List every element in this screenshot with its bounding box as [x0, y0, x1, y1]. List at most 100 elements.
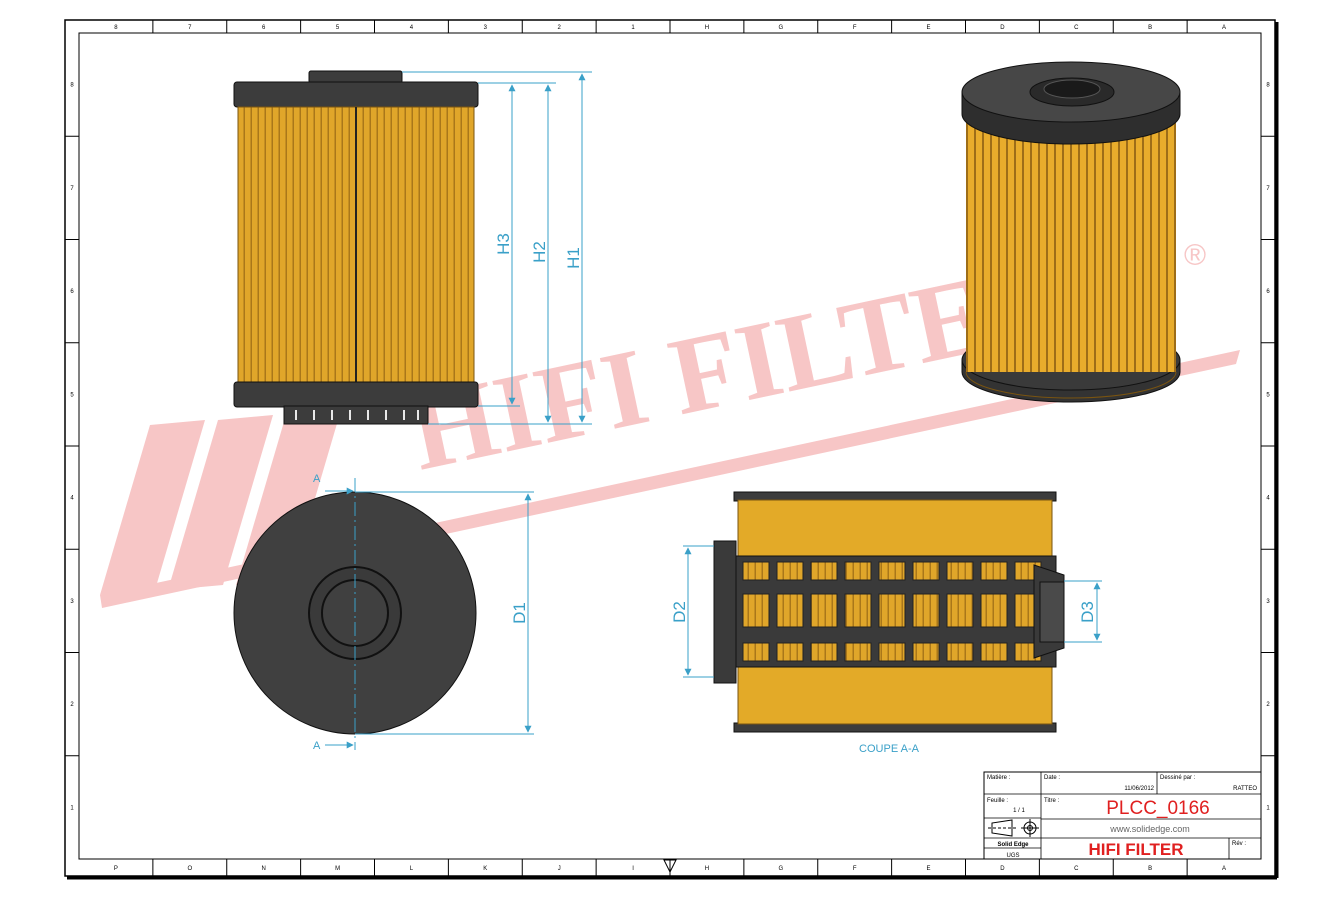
- front-view-bottom-spigot: [283, 405, 429, 425]
- section-view-media-bottom: [737, 666, 1053, 725]
- iso-view-pleated-media: [966, 112, 1176, 372]
- perforation-window: [810, 561, 838, 581]
- perforation-window: [742, 593, 770, 628]
- border-zone-label-right: 5: [1266, 392, 1270, 398]
- border-zone-label-right: 3: [1266, 599, 1270, 605]
- front-view-bottom-cap: [233, 381, 479, 408]
- border-zone-label-right: 1: [1266, 805, 1270, 811]
- perforation-window: [946, 593, 974, 628]
- border-zone-label-top: 6: [262, 25, 266, 31]
- title-block-drawn-by-label: Dessiné par :: [1160, 775, 1196, 781]
- border-zone-label-left: 8: [70, 83, 74, 89]
- section-view-dimensions: [683, 545, 1102, 678]
- border-zone-label-bottom: G: [778, 866, 783, 872]
- border-zone-label-bottom: O: [187, 866, 192, 872]
- title-block-software: Solid Edge: [997, 842, 1029, 848]
- border-zone-label-top: A: [1222, 25, 1226, 31]
- border-zone-label-left: 7: [70, 186, 74, 192]
- border-zone-label-top: 1: [631, 25, 635, 31]
- center-mark-icon: [663, 859, 677, 874]
- border-zone-label-left: 6: [70, 289, 74, 295]
- border-zone-label-bottom: N: [262, 866, 266, 872]
- border-zone-label-top: C: [1074, 25, 1079, 31]
- perforation-window: [776, 593, 804, 628]
- perforation-window: [810, 642, 838, 662]
- perforation-window: [844, 561, 872, 581]
- border-zone-label-bottom: C: [1074, 866, 1079, 872]
- perforation-window: [776, 561, 804, 581]
- title-block-date-value: 11/06/2012: [1124, 786, 1154, 792]
- border-grid-ticks: [65, 20, 1275, 876]
- perforation-window: [844, 593, 872, 628]
- front-view: [233, 70, 479, 425]
- title-block-date-label: Date :: [1044, 775, 1060, 781]
- top-view-dimensions: [325, 478, 534, 750]
- border-zone-label-bottom: D: [1000, 866, 1005, 872]
- title-block-sheet-value: 1 / 1: [1013, 808, 1025, 814]
- border-zone-label-top: 3: [484, 25, 488, 31]
- title-block-drawn-by-value: RATTEO: [1233, 786, 1257, 792]
- perforation-window: [980, 593, 1008, 628]
- perforation-window: [912, 561, 940, 581]
- perforation-window: [742, 642, 770, 662]
- perforation-window: [912, 593, 940, 628]
- perforation-window: [980, 561, 1008, 581]
- perforation-window: [776, 642, 804, 662]
- front-view-spigot-slots: [295, 410, 419, 420]
- border-zone-label-top: F: [853, 25, 857, 31]
- section-view-title: COUPE A-A: [859, 743, 920, 755]
- front-view-dimensions: [402, 71, 592, 425]
- border-zone-label-right: 4: [1266, 496, 1270, 502]
- watermark-registered-mark: ®: [1184, 239, 1206, 272]
- title-block-title-label: Titre :: [1044, 798, 1059, 804]
- dimension-label-d3: D3: [1078, 601, 1097, 623]
- border-zone-label-bottom: F: [853, 866, 857, 872]
- border-zone-label-bottom: K: [483, 866, 487, 872]
- section-marker-top: A: [313, 473, 321, 485]
- title-block-revision-label: Rév :: [1232, 841, 1246, 847]
- section-view: [713, 491, 1065, 733]
- title-block-website: www.solidedge.com: [1109, 824, 1190, 834]
- front-view-top-cap: [233, 81, 479, 108]
- perforation-window: [844, 642, 872, 662]
- border-zone-label-left: 5: [70, 392, 74, 398]
- title-block: Matière : Date : 11/06/2012 Dessiné par …: [983, 771, 1262, 860]
- border-zone-label-bottom: M: [335, 866, 340, 872]
- border-zone-label-left: 3: [70, 599, 74, 605]
- section-marker-bottom: A: [313, 740, 321, 752]
- perforation-window: [742, 561, 770, 581]
- perforation-window: [946, 642, 974, 662]
- dimension-label-d1: D1: [510, 602, 529, 624]
- perforation-window: [946, 561, 974, 581]
- border-zone-label-left: 2: [70, 702, 74, 708]
- dimension-label-h2: H2: [530, 241, 549, 263]
- perforation-window: [878, 593, 906, 628]
- title-block-company: HIFI FILTER: [1088, 840, 1183, 859]
- border-zone-label-bottom: P: [114, 866, 118, 872]
- perforation-window: [878, 642, 906, 662]
- border-zone-label-bottom: L: [410, 866, 414, 872]
- border-zone-label-top: 4: [410, 25, 414, 31]
- front-view-top-spigot: [308, 70, 403, 84]
- top-view: [233, 491, 477, 735]
- border-zone-label-bottom: E: [927, 866, 931, 872]
- title-block-material-label: Matière :: [987, 775, 1011, 781]
- title-block-sheet-label: Feuille :: [987, 798, 1008, 804]
- projection-symbol-icon: [988, 819, 1039, 837]
- perforation-window: [912, 642, 940, 662]
- border-zone-label-top: 8: [114, 25, 118, 31]
- perforation-window: [810, 593, 838, 628]
- perforation-window: [980, 642, 1008, 662]
- border-zone-label-top: D: [1000, 25, 1005, 31]
- dimension-label-d2: D2: [670, 601, 689, 623]
- section-view-inlet-spigot: [713, 540, 737, 684]
- border-zone-label-top: E: [927, 25, 931, 31]
- border-zone-label-right: 2: [1266, 702, 1270, 708]
- border-zone-label-right: 6: [1266, 289, 1270, 295]
- section-view-media-top: [737, 499, 1053, 557]
- border-zone-label-left: 4: [70, 496, 74, 502]
- border-zone-label-right: 8: [1266, 83, 1270, 89]
- border-zone-label-bottom: H: [705, 866, 709, 872]
- perforation-window: [878, 561, 906, 581]
